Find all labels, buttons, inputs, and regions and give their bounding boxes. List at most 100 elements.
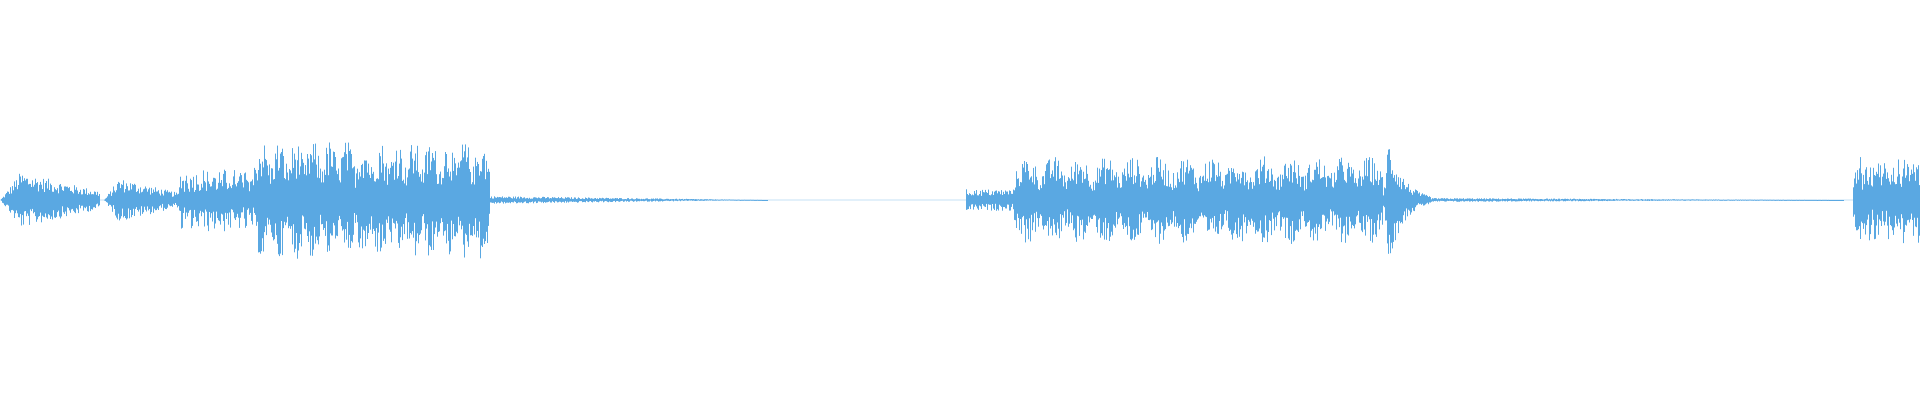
waveform-sample [1349,167,1350,217]
waveform-sample [1422,193,1423,204]
waveform-sample [1306,189,1307,227]
waveform-sample [338,168,339,221]
waveform-sample [1721,199,1722,201]
waveform-sample [1415,189,1416,208]
waveform-sample [1789,199,1790,201]
waveform-sample [656,198,657,201]
waveform-sample [1668,199,1669,201]
waveform-sample [104,199,105,201]
waveform-sample [170,192,171,207]
waveform-sample [1085,178,1086,233]
waveform-sample [384,180,385,239]
waveform-sample [1629,199,1630,201]
waveform-sample [1065,182,1066,226]
waveform-sample [1146,184,1147,218]
waveform-sample [421,181,422,231]
waveform-sample [1373,185,1374,235]
waveform-sample [490,198,491,203]
waveform-sample [1089,186,1090,223]
waveform-sample [1717,199,1718,201]
waveform-sample [381,172,382,248]
waveform-sample [1319,159,1320,225]
waveform-sample [1314,169,1315,228]
waveform-sample [1171,187,1172,225]
waveform-sample [1814,199,1815,201]
waveform-sample [337,174,338,237]
waveform-sample [1088,180,1089,217]
waveform-sample [1700,199,1701,201]
waveform-sample [1744,199,1745,201]
waveform-sample [1804,199,1805,201]
waveform-sample [9,193,10,211]
waveform-sample [365,160,366,247]
waveform-sample [54,187,55,218]
waveform-sample [280,153,281,254]
waveform-sample [120,188,121,219]
waveform-sample [1604,199,1605,201]
waveform-sample [1912,173,1913,220]
waveform-sample [1615,199,1616,201]
waveform-sample [189,191,190,211]
waveform-sample [517,197,518,204]
waveform-sample [1098,182,1099,220]
waveform-sample [1313,180,1314,241]
waveform-sample [576,199,577,202]
waveform-sample [190,178,191,210]
waveform-sample [756,199,757,201]
waveform-sample [1093,181,1094,216]
waveform-sample [284,178,285,222]
waveform-sample [70,191,71,213]
waveform-sample [1797,199,1798,201]
waveform-sample [1754,199,1755,201]
waveform-sample [1257,169,1258,232]
waveform-sample [1608,199,1609,201]
waveform-sample [466,161,467,235]
waveform-sample [1205,163,1206,217]
waveform-sample [763,200,764,201]
waveform-sample [46,181,47,218]
waveform-sample [1224,185,1225,214]
waveform-sample [1023,167,1024,216]
waveform-sample [1685,199,1686,201]
waveform-sample [147,191,148,207]
waveform-sample [503,198,504,204]
waveform-sample [456,175,457,232]
waveform-sample [1118,176,1119,219]
waveform-sample [1182,181,1183,237]
waveform-sample [1862,189,1863,224]
waveform-sample [1215,181,1216,232]
waveform-sample [1492,198,1493,202]
waveform-sample [613,198,614,202]
waveform-sample [1073,180,1074,231]
waveform-sample [430,170,431,247]
waveform-sample [180,176,181,211]
waveform-sample [1714,199,1715,201]
waveform-sample [720,199,721,201]
waveform-sample [993,195,994,209]
waveform-sample [1046,164,1047,226]
waveform-sample [153,189,154,213]
waveform-sample [1745,199,1746,201]
waveform-sample [1370,181,1371,241]
waveform-sample [1289,181,1290,240]
waveform-sample [1271,168,1272,236]
waveform-sample [1210,181,1211,219]
waveform-sample [1536,199,1537,201]
waveform-sample [1764,199,1765,201]
waveform-sample [492,198,493,203]
waveform-sample [491,196,492,203]
waveform-sample [1911,169,1912,214]
waveform-sample [1554,198,1555,201]
waveform-sample [1219,176,1220,221]
waveform-sample [220,182,221,225]
waveform-sample [268,175,269,225]
waveform-sample [1425,195,1426,205]
waveform-sample [1617,199,1618,201]
waveform-sample [1136,176,1137,229]
waveform-sample [689,199,690,201]
waveform-sample [581,198,582,202]
waveform-sample [1482,199,1483,202]
waveform-sample [1037,180,1038,219]
waveform-sample [303,162,304,217]
waveform-sample [1250,177,1251,225]
